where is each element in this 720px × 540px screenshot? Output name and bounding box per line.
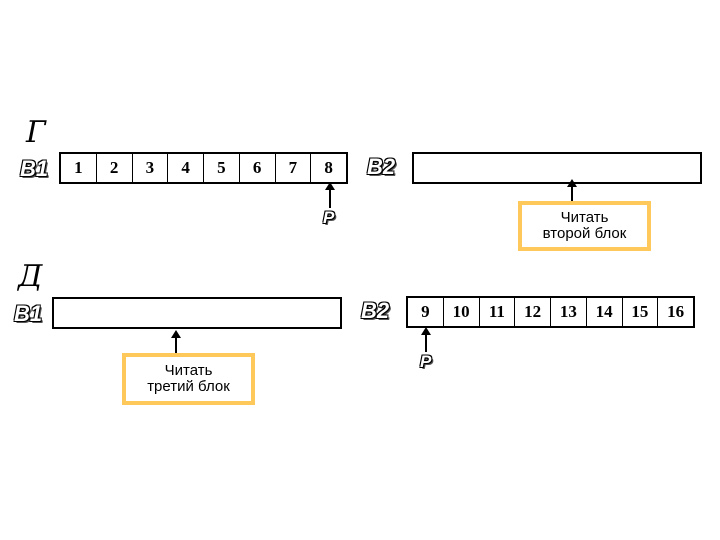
stage-label-d: Д <box>18 259 43 294</box>
buffer-cell: 16 <box>667 302 685 321</box>
callout-line2: третий блок <box>147 378 230 395</box>
buffer-cell: 15 <box>623 298 659 326</box>
buffer-cell: 7 <box>276 154 312 182</box>
buffer-cell: 6 <box>240 154 276 182</box>
read-arrow-g <box>567 179 577 202</box>
buffer-cell: 5 <box>204 154 240 182</box>
buffer-label-b2-d: B2 <box>361 298 390 323</box>
buffer-cell: 10 <box>444 298 480 326</box>
buffer-b2-g <box>412 152 702 184</box>
buffer-cell: 11 <box>480 298 516 326</box>
callout-line2: второй блок <box>542 225 627 242</box>
buffer-cell: 8 <box>324 158 333 177</box>
pointer-label-g: P <box>323 208 335 227</box>
read-arrow-d <box>171 330 181 354</box>
read-block-callout-d: Читать третий блок <box>122 353 255 405</box>
callout-line1: Читать <box>164 362 213 380</box>
buffer-label-b1-d: B1 <box>14 301 43 326</box>
buffer-cell: 9 <box>408 298 444 326</box>
buffer-cell: 2 <box>97 154 133 182</box>
buffer-label-b1-g: B1 <box>20 156 49 181</box>
buffer-label-b2-g: B2 <box>367 154 396 179</box>
stage-label-g: Г <box>26 115 46 150</box>
buffer-b1-g: 1 2 3 4 5 6 7 8 <box>59 152 348 184</box>
buffer-cell: 12 <box>515 298 551 326</box>
pointer-arrow-g <box>325 182 335 208</box>
pointer-label-d: P <box>420 352 432 371</box>
buffer-b2-d: 9 10 11 12 13 14 15 16 <box>406 296 695 328</box>
callout-line1: Читать <box>560 209 609 227</box>
buffer-b1-d <box>52 297 342 329</box>
buffer-cell: 14 <box>587 298 623 326</box>
buffer-cell: 1 <box>61 154 97 182</box>
pointer-arrow-d <box>421 327 431 352</box>
buffer-cell: 13 <box>551 298 587 326</box>
buffer-cell: 3 <box>133 154 169 182</box>
read-block-callout-g: Читать второй блок <box>518 201 651 251</box>
buffer-cell: 4 <box>168 154 204 182</box>
